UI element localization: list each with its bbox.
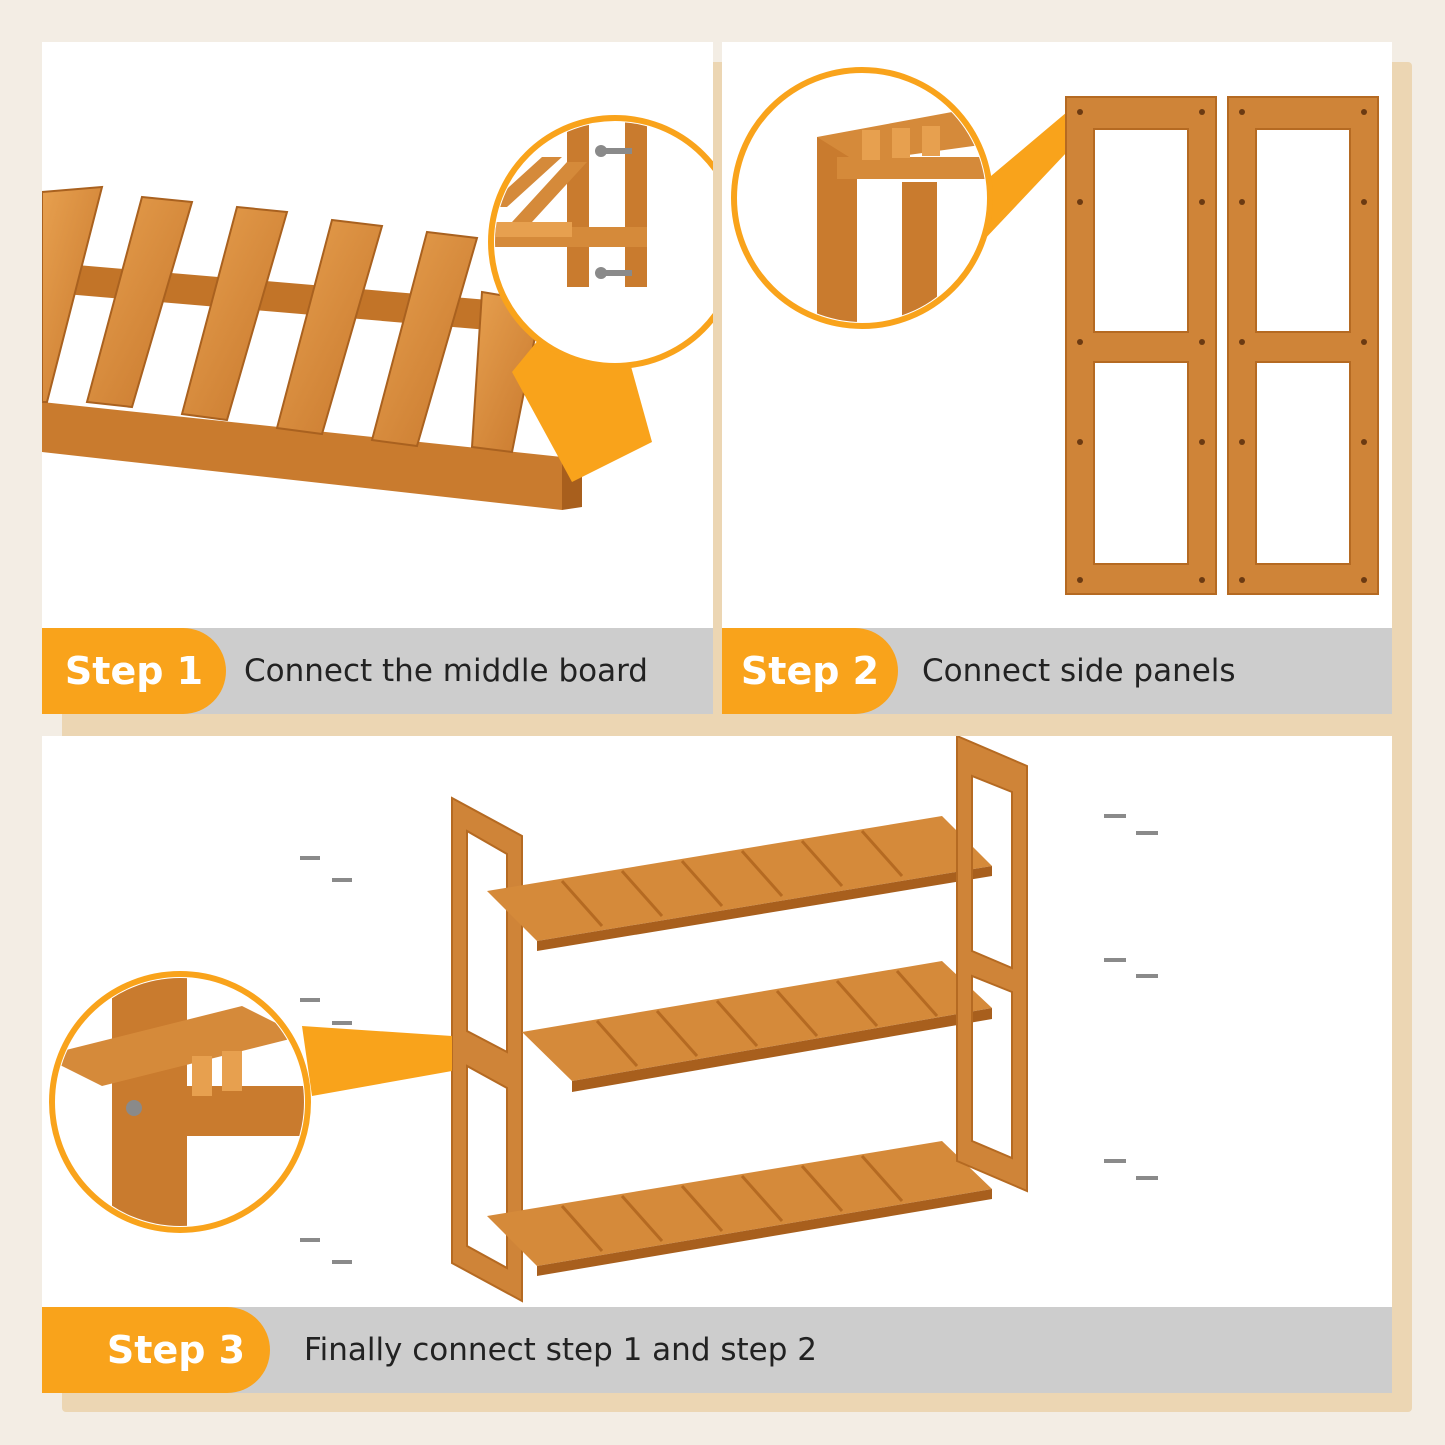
right-side-frame (956, 736, 1028, 1193)
step-2-description: Connect side panels (922, 653, 1236, 689)
middle-board-illustration (42, 115, 713, 510)
step-1-panel: Step 1 Connect the middle board (42, 42, 713, 714)
step-2-caption-bar: Step 2 Connect side panels (722, 628, 1392, 714)
side-panels-illustration (731, 67, 1379, 595)
step-2-panel: Step 2 Connect side panels (722, 42, 1392, 714)
shelf-top (487, 816, 992, 951)
step-3-label: Step 3 (106, 1328, 246, 1372)
step-1-caption-bar: Step 1 Connect the middle board (42, 628, 713, 714)
side-panel-left (1065, 96, 1217, 595)
step-3-panel: Step 3 Finally connect step 1 and step 2 (42, 736, 1392, 1393)
screw-icon (595, 145, 632, 279)
screw-icon (300, 814, 1158, 1264)
shelf-bottom (487, 1141, 992, 1276)
magnifier-callout-icon (49, 971, 311, 1233)
step-1-label: Step 1 (64, 649, 204, 693)
step-3-description: Finally connect step 1 and step 2 (304, 1332, 817, 1368)
magnifier-callout-icon (731, 67, 993, 329)
step-1-description: Connect the middle board (244, 653, 648, 689)
magnifier-callout-icon (488, 115, 713, 369)
step-3-badge: Step 3 (42, 1307, 270, 1393)
step-3-caption-bar: Step 3 Finally connect step 1 and step 2 (42, 1307, 1392, 1393)
step-2-label: Step 2 (740, 649, 880, 693)
side-panel-right (1227, 96, 1379, 595)
assembled-shelf-illustration (49, 736, 1158, 1303)
shelf-middle (522, 961, 992, 1092)
left-side-frame (451, 796, 523, 1303)
step-1-badge: Step 1 (42, 628, 226, 714)
step-2-badge: Step 2 (722, 628, 898, 714)
